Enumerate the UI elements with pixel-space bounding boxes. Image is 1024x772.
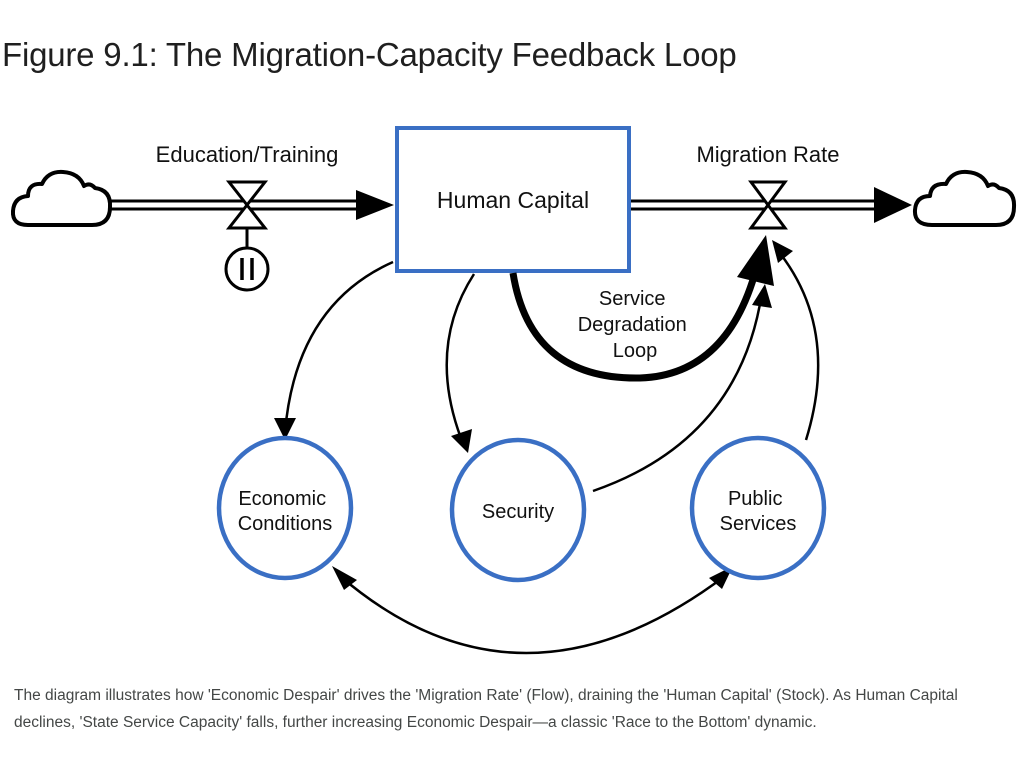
outflow-label: Migration Rate xyxy=(696,142,839,167)
figure-caption: The diagram illustrates how 'Economic De… xyxy=(14,687,958,731)
stock-label: Human Capital xyxy=(437,187,589,213)
loop-label: Service Degradation Loop xyxy=(578,288,693,362)
svg-text:Public Services: Public Services xyxy=(720,488,797,535)
figure-title: Figure 9.1: The Migration-Capacity Feedb… xyxy=(2,36,737,73)
outflow-arrowhead xyxy=(874,187,912,223)
inflow-valve-icon[interactable] xyxy=(111,180,390,248)
arrowhead-security xyxy=(451,429,472,453)
svg-text:Economic Conditions: Economic Conditions xyxy=(238,488,333,535)
node-public-services[interactable]: Public Services xyxy=(689,435,827,581)
svg-text:Security: Security xyxy=(482,501,554,523)
node-economic-conditions[interactable]: Economic Conditions xyxy=(216,435,354,581)
inflow-label: Education/Training xyxy=(156,142,339,167)
source-cloud-icon xyxy=(10,169,113,227)
stock-human-capital[interactable]: Human Capital xyxy=(395,126,631,273)
arrowhead-security-link xyxy=(752,284,772,308)
outflow-valve-icon[interactable] xyxy=(748,180,788,230)
arrowhead-bidir-left xyxy=(332,566,357,590)
link-security-to-migration xyxy=(592,291,764,493)
arrowhead-economic xyxy=(274,418,296,440)
arrowhead-thick xyxy=(737,235,774,286)
link-human-capital-to-security xyxy=(445,273,476,447)
link-human-capital-to-migration-thick xyxy=(509,261,762,382)
link-economic-public-bidirectional xyxy=(339,575,726,655)
outflow-pipe xyxy=(631,187,912,223)
stock-flow-diagram: Education/Training Human Capital Migrati… xyxy=(10,126,1017,655)
arrowhead-public-link xyxy=(772,240,793,263)
inflow-pipe xyxy=(111,190,394,220)
link-human-capital-to-economic xyxy=(283,260,394,433)
sink-cloud-icon xyxy=(912,169,1017,227)
pause-gauge-icon xyxy=(224,246,270,292)
inflow-arrowhead xyxy=(356,190,394,220)
node-security[interactable]: Security xyxy=(449,437,587,583)
link-public-to-migration xyxy=(778,251,820,441)
